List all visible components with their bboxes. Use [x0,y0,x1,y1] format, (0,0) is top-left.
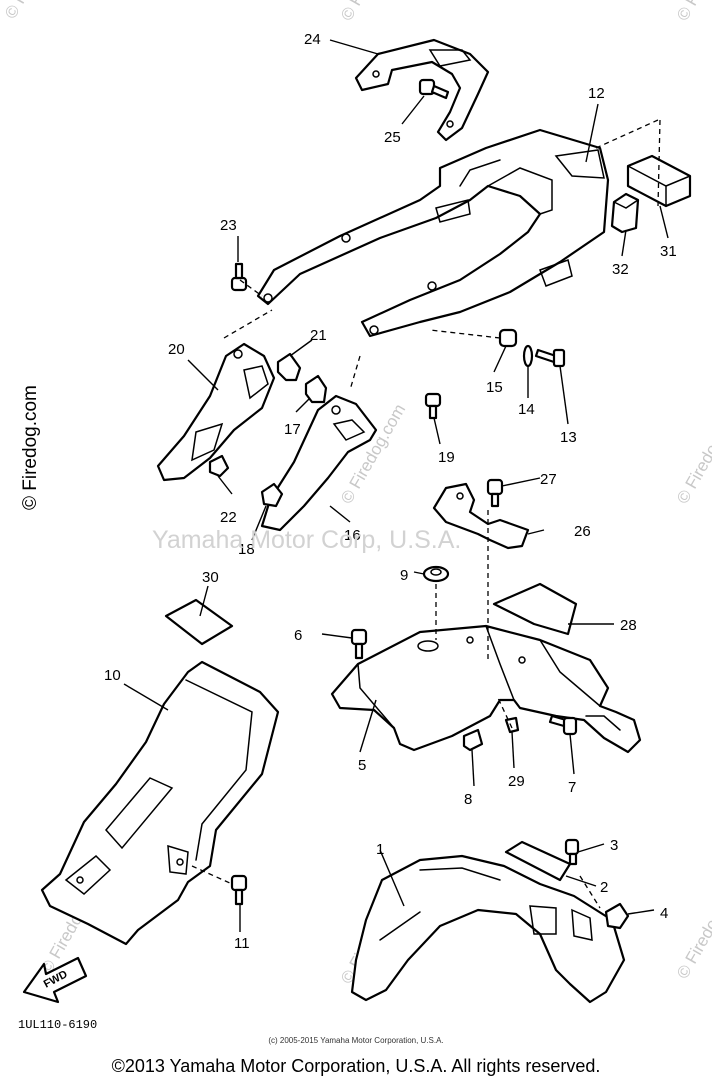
part-11-bolt [230,874,248,906]
callout-2: 2 [600,879,608,896]
part-5-rear-fender-bracket [330,624,642,754]
part-29-pin [504,716,520,734]
callout-7: 7 [568,779,576,796]
part-18-grommet [260,482,284,508]
leader-lines [123,39,669,932]
callout-28: 28 [620,617,637,634]
part-4-nut [604,902,630,930]
part-6-bolt [350,628,368,660]
part-20-side-cover [156,342,276,482]
callout-12: 12 [588,85,605,102]
callout-20: 20 [168,341,185,358]
part-8-grommet [462,728,484,752]
callout-8: 8 [464,791,472,808]
callout-labels: 24 25 12 31 32 23 21 20 17 22 18 16 19 1… [104,31,677,952]
part-32-pad [610,192,640,234]
diagram-code: 1UL110-6190 [18,1018,97,1032]
part-21-damper [276,352,302,382]
part-3-bolt [564,838,580,866]
callout-23: 23 [220,217,237,234]
watermark-tile: © Firedog.com [1,0,73,22]
part-23-bolt [230,262,248,292]
callout-27: 27 [540,471,557,488]
fwd-arrow-icon: FWD [22,956,88,1004]
callout-6: 6 [294,627,302,644]
part-9-nut [422,565,450,583]
part-19-bolt [424,392,442,420]
part-7-bolt [548,714,578,736]
callout-29: 29 [508,773,525,790]
callout-11: 11 [234,935,250,952]
watermark-main: Yamaha Motor Corp, U.S.A. [152,526,461,554]
part-13-bolt [534,348,566,368]
callout-13: 13 [560,429,577,446]
callout-10: 10 [104,667,121,684]
part-24-grab-bar [354,38,490,142]
callout-22: 22 [220,509,237,526]
callout-5: 5 [358,757,366,774]
callout-15: 15 [486,379,503,396]
callout-17: 17 [284,421,301,438]
part-12-tail-cowl [256,128,610,338]
side-copyright-label: © Firedog.com [20,385,41,510]
callout-4: 4 [660,905,668,922]
callout-9: 9 [400,567,408,584]
callout-25: 25 [384,129,401,146]
callout-32: 32 [612,261,629,278]
part-26-bracket [432,482,530,550]
part-31-pad [626,154,692,208]
part-28-plate [492,582,578,636]
callout-14: 14 [518,401,535,418]
part-27-bolt [486,478,504,508]
callout-30: 30 [202,569,219,586]
part-10-inner-fender [40,660,280,946]
part-1-front-fender [350,854,626,1004]
footer-copyright: ©2013 Yamaha Motor Corporation, U.S.A. A… [112,1056,601,1076]
part-30-sheet [164,598,234,646]
watermark-tile: © Firedog.com [673,876,712,982]
callout-18: 18 [238,541,255,558]
part-14-washer [522,344,534,368]
callout-31: 31 [660,243,677,260]
callout-26: 26 [574,523,591,540]
part-15-bushing [498,328,518,348]
callout-1: 1 [376,841,384,858]
reference-lines [191,119,661,909]
callout-24: 24 [304,31,321,48]
callout-16: 16 [344,527,361,544]
watermark-tile: © Firedog.com [337,0,409,24]
part-22-grommet [208,454,230,478]
callout-21: 21 [310,327,327,344]
callout-19: 19 [438,449,455,466]
small-copyright: (c) 2005-2015 Yamaha Motor Corporation, … [268,1036,443,1045]
callout-3: 3 [610,837,618,854]
watermark-tile: © Firedog.com [673,0,712,24]
part-17-damper [304,374,328,404]
watermark-tile: © Firedog.com [673,401,712,507]
part-25-bolt [418,78,450,100]
